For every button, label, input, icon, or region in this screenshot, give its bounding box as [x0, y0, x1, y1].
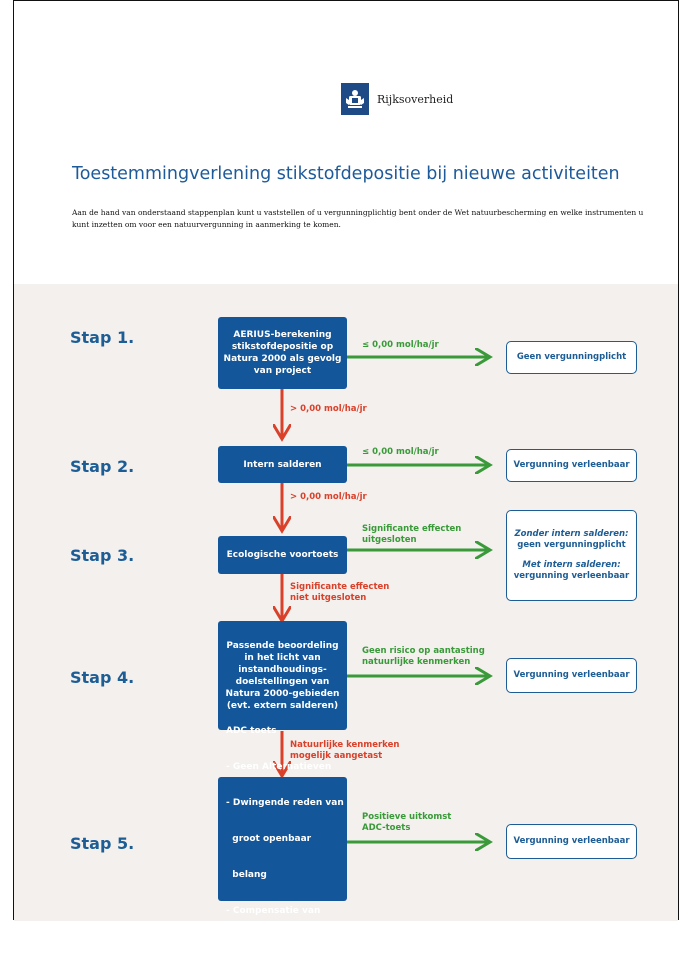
step-4-outcome-line: Vergunning verleenbaar [513, 670, 630, 680]
step-4-box-line: (evt. extern salderen) [226, 700, 339, 711]
step-4-box: Passende beoordeling in het licht van in… [218, 621, 347, 730]
step-3-box-line: Ecologische voortoets [226, 550, 339, 560]
step-2-box: Intern salderen [218, 446, 347, 483]
step-5-box: ADC toets - Geen Alternatieven - Dwingen… [218, 726, 347, 952]
step-3-outcome-italic-2: Met intern salderen: [522, 560, 621, 570]
step-4-outcome: Vergunning verleenbaar [506, 658, 637, 693]
step-2-outcome: Vergunning verleenbaar [506, 449, 637, 482]
step-2-box-line: Intern salderen [243, 459, 322, 470]
step-1-box: AERIUS-berekening stikstofdepositie op N… [218, 317, 347, 389]
step-3-outcome-1: geen vergunningplicht [517, 540, 626, 550]
step-1-outcome: Geen vergunningplicht [506, 341, 637, 374]
step-5-box-line: - Dwingende reden van [226, 798, 344, 808]
step-3-outcome: Zonder intern salderen: geen vergunningp… [506, 510, 637, 601]
step-5-green-label: Positieve uitkomst ADC-toets [362, 812, 451, 834]
coat-of-arms-icon [341, 83, 369, 115]
step-1-red-label-line: > 0,00 mol/ha/jr [290, 404, 367, 414]
intro-text: Aan de hand van onderstaand stappenplan … [72, 208, 644, 229]
flow-arrows [14, 284, 678, 921]
step-4-green-label: Geen risico op aantasting natuurlijke ke… [362, 646, 485, 668]
step-4-box-line: in het licht van [244, 652, 321, 663]
step-1-box-line: AERIUS-berekening [233, 330, 332, 340]
step-3-red-label-line: niet uitgesloten [290, 593, 367, 603]
rijksoverheid-logo: Rijksoverheid [341, 83, 453, 115]
step-5-green-label-line: Positieve uitkomst [362, 812, 452, 822]
logo-text: Rijksoverheid [377, 92, 454, 106]
step-5-box-line: - Geen Alternatieven [226, 762, 332, 772]
step-5-outcome: Vergunning verleenbaar [506, 824, 637, 859]
step-3-green-label-line: Significante effecten [362, 524, 462, 534]
step-5-box-line: belang [226, 870, 267, 880]
step-2-green-label-line: ≤ 0,00 mol/ha/jr [362, 447, 439, 457]
step-1-box-line: van project [253, 366, 312, 376]
step-3-outcome-italic-1: Zonder intern salderen: [514, 529, 629, 539]
step-1-green-label-line: ≤ 0,00 mol/ha/jr [362, 340, 439, 350]
step-3-red-label-line: Significante effecten [290, 582, 390, 592]
step-3-red-label: Significante effecten niet uitgesloten [290, 582, 389, 604]
step-3-label: Stap 3. [70, 546, 135, 565]
step-5-outcome-line: Vergunning verleenbaar [513, 836, 630, 846]
step-4-box-line: doelstellingen van [235, 676, 330, 687]
step-5-green-label-line: ADC-toets [362, 823, 411, 833]
step-1-green-label: ≤ 0,00 mol/ha/jr [362, 340, 439, 351]
step-4-green-label-line: Geen risico op aantasting [362, 646, 485, 656]
step-3-green-label-line: uitgesloten [362, 535, 417, 545]
step-4-label: Stap 4. [70, 668, 135, 687]
step-2-outcome-line: Vergunning verleenbaar [513, 460, 630, 470]
flowchart: Stap 1. AERIUS-berekening stikstofdeposi… [14, 284, 678, 952]
step-4-red-label-line: Natuurlijke kenmerken [290, 740, 400, 750]
step-2-green-label: ≤ 0,00 mol/ha/jr [362, 447, 439, 458]
step-1-box-line: Natura 2000 als gevolg [223, 354, 342, 364]
step-5-box-line: Natura 2000 [226, 942, 296, 952]
step-3-box: Ecologische voortoets [218, 536, 347, 574]
step-5-label: Stap 5. [70, 834, 135, 853]
step-2-red-label-line: > 0,00 mol/ha/jr [290, 492, 367, 502]
step-4-box-line: instandhoudings- [238, 664, 327, 675]
step-4-box-line: Natura 2000-gebieden [225, 688, 340, 699]
step-1-box-line: stikstofdepositie op [231, 342, 334, 352]
step-5-box-line: - Compensatie van [226, 906, 321, 916]
step-5-box-line: groot openbaar [226, 834, 312, 844]
step-4-box-line: Passende beoordeling [226, 640, 339, 651]
document-frame: Rijksoverheid Toestemmingverlening stiks… [13, 0, 679, 952]
step-3-green-label: Significante effecten uitgesloten [362, 524, 461, 546]
step-1-outcome-line: Geen vergunningplicht [516, 352, 627, 362]
step-4-red-label: Natuurlijke kenmerken mogelijk aangetast [290, 740, 399, 762]
step-1-label: Stap 1. [70, 328, 135, 347]
step-2-label: Stap 2. [70, 457, 135, 476]
step-2-red-label: > 0,00 mol/ha/jr [290, 492, 367, 503]
step-3-outcome-2: vergunning verleenbaar [513, 571, 630, 581]
step-5-box-line: ADC toets [226, 726, 277, 736]
step-4-red-label-line: mogelijk aangetast [290, 751, 383, 761]
header: Rijksoverheid Toestemmingverlening stiks… [14, 1, 678, 284]
page-title: Toestemmingverlening stikstofdepositie b… [72, 164, 620, 184]
step-1-red-label: > 0,00 mol/ha/jr [290, 404, 367, 415]
step-4-green-label-line: natuurlijke kenmerken [362, 657, 471, 667]
